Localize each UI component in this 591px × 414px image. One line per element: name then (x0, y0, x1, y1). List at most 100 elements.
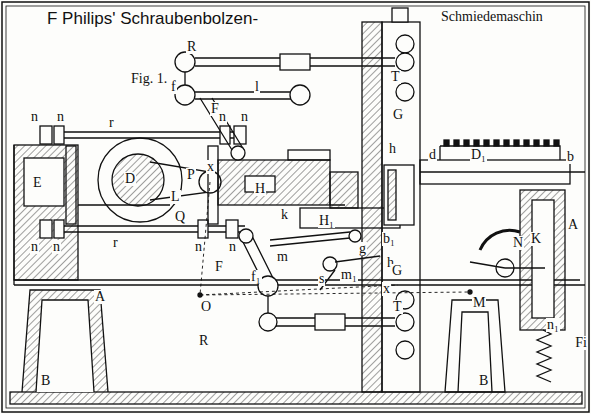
pivot (259, 313, 277, 331)
die (384, 165, 414, 225)
part-letter: n (228, 240, 237, 254)
part-letter: R (186, 40, 197, 54)
die (388, 170, 396, 220)
column (362, 22, 382, 392)
nut (40, 126, 246, 238)
turnbuckle (315, 314, 345, 330)
tooth (544, 140, 549, 146)
part-letter: n₁ (546, 318, 560, 332)
part-letter: T (390, 70, 401, 84)
part-letter: n (56, 110, 65, 124)
tooth (534, 140, 539, 146)
pivot (239, 229, 253, 243)
part-letter: m (276, 250, 289, 264)
column (382, 22, 420, 392)
rod (420, 171, 585, 172)
rack (440, 146, 560, 160)
slide (218, 160, 330, 205)
part-letter: L (170, 190, 181, 204)
part-letter: F (214, 260, 224, 274)
tooth (464, 140, 469, 146)
part-letter: x (382, 282, 391, 296)
tooth (524, 140, 529, 146)
stand (36, 300, 94, 392)
stand (458, 312, 492, 392)
part-letter: G (391, 264, 403, 278)
part-letter: E (32, 176, 43, 190)
part-letter: l (254, 80, 260, 94)
flange (66, 146, 76, 224)
part-letter: B (40, 374, 51, 388)
housing (532, 200, 554, 318)
part-letter: h (388, 142, 397, 156)
tooth (454, 140, 459, 146)
part-letter: G (392, 108, 404, 122)
part-letter: R (198, 334, 209, 348)
link (185, 72, 298, 99)
bed (14, 145, 585, 285)
pivot (231, 146, 245, 160)
tie-rod (60, 132, 245, 232)
tooth (474, 140, 479, 146)
part-letter: A (94, 290, 106, 304)
part-letter: b₁ (382, 232, 396, 246)
part-letter: H₁ (318, 214, 335, 228)
part-letter: Fi (574, 336, 588, 350)
turnbuckle (280, 54, 310, 70)
part-letter: P (186, 168, 196, 182)
part-letter: g (358, 242, 367, 256)
lever (200, 98, 244, 150)
part-letter: B (478, 374, 489, 388)
part-letter: r (108, 116, 115, 130)
figure-title: F Philips' Schraubenbolzen- (45, 10, 260, 27)
part-letter: n (240, 110, 249, 124)
slide-cap (288, 150, 330, 160)
construction-line (200, 182, 470, 295)
part-letter: k (280, 208, 289, 222)
flange (208, 146, 218, 224)
part-letter: N (512, 236, 524, 250)
part-letter: b (566, 150, 575, 164)
pivot (349, 230, 361, 242)
stand (22, 290, 108, 392)
tooth (514, 140, 519, 146)
figure-text: Schmiedemaschin (440, 10, 544, 24)
part-letter: D₁ (470, 148, 487, 162)
part-letter: m₁ (340, 268, 358, 282)
pivot (175, 52, 195, 72)
part-letter: n (52, 240, 61, 254)
bolt (392, 8, 408, 22)
part-letter: d (428, 148, 437, 162)
tooth (484, 140, 489, 146)
part-letter: M (472, 296, 486, 310)
frame (6, 6, 585, 408)
part-letter: f (170, 80, 177, 94)
eccentric (98, 138, 182, 222)
part-letter: f₁ (250, 270, 262, 284)
link (270, 232, 350, 246)
pivot (290, 85, 310, 105)
part-letter: T (392, 300, 403, 314)
die-holder (330, 172, 358, 208)
part-letter: s (318, 272, 325, 286)
point (468, 290, 472, 294)
bolt (392, 391, 408, 392)
spring (537, 330, 551, 382)
part-letter: x (206, 160, 215, 174)
lever (470, 262, 545, 268)
part-letter: H (254, 182, 266, 196)
part-letter: n (218, 110, 227, 124)
shaft (112, 154, 164, 206)
part-letter: Q (174, 210, 186, 224)
point (198, 293, 202, 297)
part-letter: O (200, 300, 212, 314)
part-letter: r (112, 236, 119, 250)
base-plate (10, 392, 582, 404)
pivot (175, 85, 195, 105)
tooth (504, 140, 509, 146)
part-letter: n (30, 110, 39, 124)
bearing-block (24, 158, 64, 206)
rack-teeth (444, 140, 559, 146)
